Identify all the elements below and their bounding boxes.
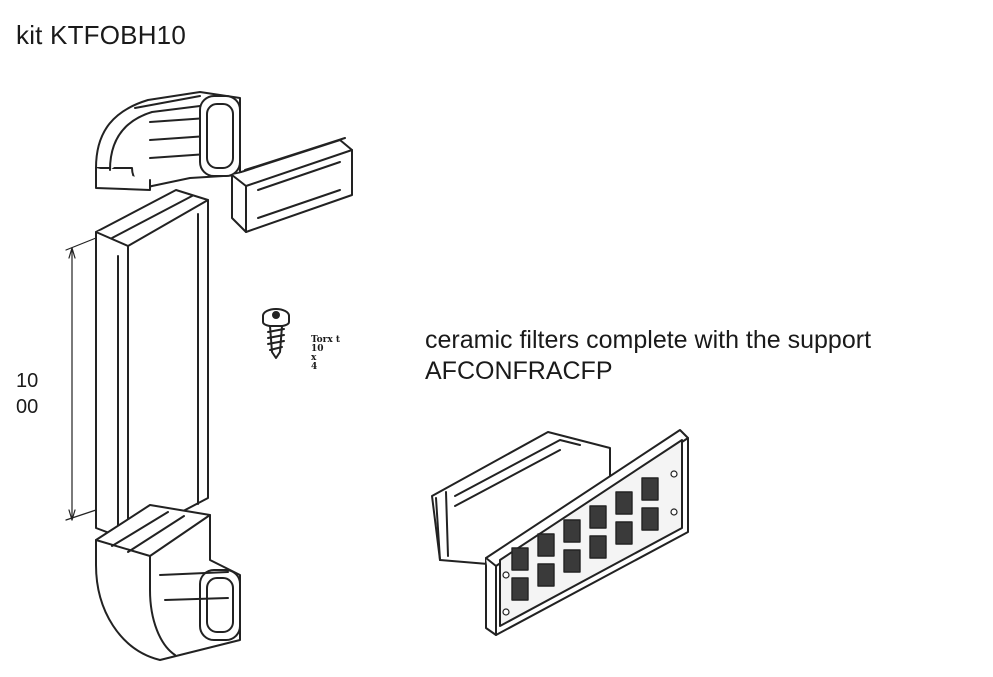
screw-label-line-1: Torx t bbox=[311, 335, 341, 345]
filter-caption: ceramic filters complete with the suppor… bbox=[425, 325, 871, 387]
filter-code: AFCONFRACFP bbox=[425, 357, 613, 385]
dimension-line-1: 10 bbox=[16, 370, 39, 392]
screw-label-line-2: 10 bbox=[311, 344, 324, 354]
filter-description: ceramic filters complete with the suppor… bbox=[425, 326, 872, 354]
duct-length-dimension: 10 00 bbox=[16, 368, 38, 420]
screw-label-line-3: x bbox=[311, 353, 317, 363]
rectangular-duct bbox=[95, 189, 209, 541]
torx-screw bbox=[262, 308, 290, 359]
screw-label-line-4: 4 bbox=[311, 362, 318, 372]
dimension-line-2: 00 bbox=[16, 396, 39, 418]
top-elbow bbox=[95, 91, 241, 191]
dimension-line bbox=[65, 237, 97, 521]
bottom-elbow bbox=[95, 504, 241, 661]
ceramic-filter-unit bbox=[431, 429, 689, 636]
screw-label: Torx t 10 x 4 bbox=[311, 336, 340, 372]
straight-connector bbox=[231, 137, 353, 233]
kit-title: kit KTFOBH10 bbox=[16, 20, 186, 50]
